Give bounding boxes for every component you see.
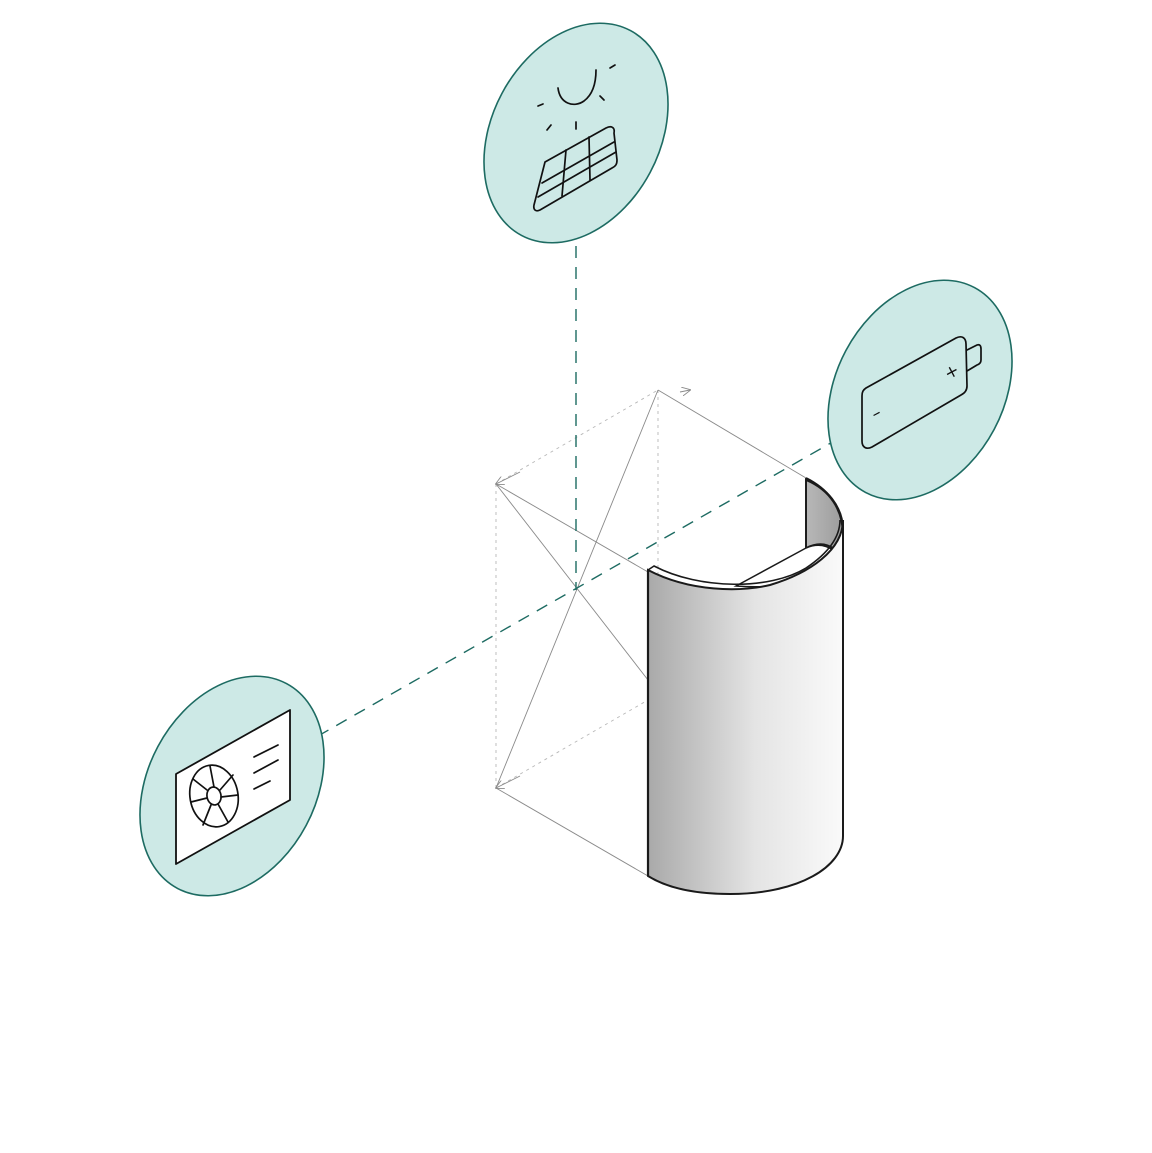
heatpump-vent-line: [253, 780, 271, 790]
connector-heatpump-battery: [317, 439, 837, 737]
guide-top-right-edge: [657, 389, 807, 479]
heatpump-casing: [175, 709, 291, 865]
heatpump-fan-blade: [190, 797, 208, 803]
heatpump-fan-blade: [209, 765, 215, 788]
guide-bottom-back-edge: [495, 699, 649, 789]
guide-arrow-top-right: [679, 390, 690, 392]
device-top-curve: [805, 477, 844, 531]
battery-body: [861, 335, 968, 450]
guide-diagonal-b: [495, 389, 659, 789]
solar-panel-grid: [588, 136, 591, 181]
device-rim: [647, 519, 841, 586]
sun-ray: [537, 103, 544, 107]
sun-ray: [546, 124, 552, 131]
solar-panel-grid: [537, 151, 617, 198]
solar-panel-with-sun-icon: [532, 64, 618, 212]
sun-ray: [609, 64, 616, 69]
isometric-guide-box: [495, 389, 807, 877]
sun-ray: [599, 95, 605, 101]
battery-terminal: [966, 343, 982, 372]
sun-arc: [557, 69, 597, 106]
heatpump-fan-blade: [202, 804, 212, 826]
node-battery[interactable]: + –: [791, 248, 1048, 532]
guide-arrow-top-left: [496, 471, 521, 484]
heatpump-fan-blade: [220, 794, 239, 798]
heatpump-fan-blade: [192, 778, 208, 791]
heat-pump-outdoor-unit-icon: [175, 709, 291, 865]
guide-diagonal-a: [495, 483, 649, 681]
connectors: [317, 246, 837, 737]
guide-bottom-left-edge: [495, 787, 649, 877]
solar-panel-grid: [541, 141, 615, 184]
node-heat-pump[interactable]: [103, 644, 360, 928]
heatpump-fan-blade: [219, 774, 234, 791]
guide-arrow-bottom-left: [496, 775, 521, 788]
solar-bubble: [483, 22, 669, 244]
guide-top-back-edge: [495, 389, 659, 485]
heatpump-fan-blade: [217, 803, 229, 823]
node-solar[interactable]: [447, 0, 704, 275]
battery-bubble: [827, 279, 1013, 501]
heatpump-vent-line: [253, 744, 279, 758]
heatpump-vent-line: [253, 759, 279, 774]
device-outer-shell: [647, 519, 844, 896]
heatpump-fan-ring: [188, 764, 240, 828]
guide-top-left-edge: [495, 483, 649, 573]
solar-panel-frame: [532, 125, 618, 212]
central-device: [646, 477, 845, 896]
solar-panel-grid: [561, 149, 567, 197]
